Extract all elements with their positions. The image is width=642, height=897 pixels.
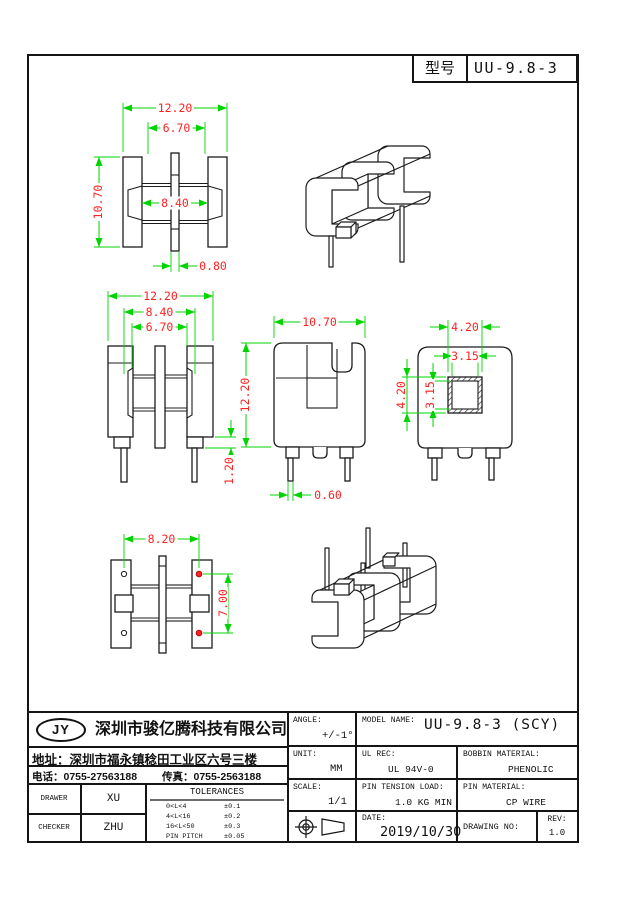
- rev-value: 1.0: [548, 828, 566, 838]
- svg-text:4.20: 4.20: [394, 381, 408, 409]
- phone-row: 电话：0755-27563188: [32, 769, 137, 784]
- dim-side-pin-dia: 0.60: [314, 488, 342, 502]
- bobbin-material-value: PHENOLIC: [508, 764, 554, 775]
- iso-top-view: [305, 145, 431, 268]
- dim-top-tube-span: 6.70: [163, 121, 191, 135]
- rev-label: REV:: [547, 815, 567, 824]
- dim-top-window-width: 8.40: [161, 196, 189, 210]
- tolerance-row: 0<L<4±0.1: [166, 803, 241, 811]
- dim-top-overall-width: 12.20: [158, 101, 193, 115]
- tolerance-row: 4<L<16±0.2: [166, 813, 241, 821]
- top-view: 12.20 6.70 10.70 8.40 0.80: [91, 101, 229, 273]
- company-logo: JY: [36, 718, 86, 742]
- iso-bottom-view: [311, 527, 437, 649]
- model-box-label: 型号: [414, 56, 468, 81]
- dim-front-window-span: 6.70: [146, 320, 174, 334]
- fax-value: 0755-2563188: [193, 771, 262, 783]
- model-name-value: UU-9.8-3 (SCY): [424, 717, 561, 733]
- angle-value: +/-1°: [322, 730, 354, 742]
- model-box: 型号 UU-9.8-3: [412, 54, 578, 83]
- svg-text:7.00: 7.00: [216, 589, 230, 617]
- model-box-value: UU-9.8-3: [474, 59, 559, 77]
- pin-tension-label: PIN TENSION LOAD:: [362, 783, 444, 792]
- scale-value: 1/1: [328, 796, 347, 808]
- ul-rec-label: UL REC:: [362, 750, 396, 759]
- phone-label: 电话：: [32, 771, 64, 783]
- checker-label: CHECKER: [38, 824, 70, 832]
- svg-text:1.20: 1.20: [222, 457, 236, 485]
- address-label: 地址：: [32, 753, 70, 767]
- address-value: 深圳市福永镇稔田工业区六号三楼: [69, 753, 258, 767]
- angle-label: ANGLE:: [293, 716, 322, 725]
- drawer-label: DRAWER: [40, 795, 68, 803]
- model-name-label: MODEL NAME:: [362, 716, 415, 725]
- dim-top-plate-thickness: 0.80: [199, 259, 227, 273]
- bobbin-material-label: BOBBIN MATERIAL:: [463, 750, 540, 759]
- bottom-view: 8.20 7.00: [110, 532, 233, 654]
- pin-hole-marked: [195, 570, 203, 578]
- dim-bottom-pitch-y: 7.00: [216, 587, 230, 619]
- scale-label: SCALE:: [293, 783, 322, 792]
- end-view: 4.20 3.15 4.20 3.15: [394, 320, 513, 481]
- fax-label: 传真：: [162, 771, 194, 783]
- dim-end-core-outer-h: 4.20: [394, 379, 408, 411]
- svg-text:3.15: 3.15: [423, 381, 437, 409]
- dim-end-core-inner-w: 3.15: [451, 349, 479, 363]
- checker-value: ZHU: [103, 822, 124, 834]
- pin-hole: [120, 570, 128, 578]
- dim-front-pin-step: 1.20: [222, 455, 236, 487]
- title-block-grid: [27, 711, 577, 843]
- projection-symbol-icon: [295, 816, 345, 838]
- pin-material-label: PIN MATERIAL:: [463, 783, 526, 792]
- date-value: 2019/10/30: [380, 824, 462, 840]
- unit-value: MM: [330, 763, 343, 775]
- phone-value: 0755-27563188: [63, 771, 138, 783]
- svg-text:10.70: 10.70: [91, 185, 105, 220]
- address-row: 地址：深圳市福永镇稔田工业区六号三楼: [32, 749, 257, 768]
- pin-hole: [120, 629, 128, 637]
- dim-top-overall-height: 10.70: [91, 183, 105, 221]
- tolerances-table: 0<L<4±0.1 4<L<16±0.2 16<L<50±0.3 PIN PIT…: [166, 802, 284, 842]
- pin-tension-value: 1.0 KG MIN: [395, 797, 453, 808]
- dim-side-overall-width: 10.70: [302, 315, 337, 329]
- dim-side-overall-height: 12.20: [238, 376, 252, 414]
- date-label: DATE:: [362, 814, 387, 823]
- drawing-no-label: DRAWING NO:: [463, 822, 520, 832]
- tolerance-row: PIN PITCH±0.05: [166, 833, 245, 841]
- dim-front-overall-width: 12.20: [143, 289, 178, 303]
- sheet-border: [27, 54, 579, 843]
- company-name: 深圳市骏亿腾科技有限公司: [95, 721, 288, 738]
- dim-bottom-pitch-x: 8.20: [148, 532, 176, 546]
- dim-front-flange-span: 8.40: [146, 305, 174, 319]
- tolerances-title: TOLERANCES: [189, 787, 244, 797]
- dim-end-core-outer-w: 4.20: [451, 320, 479, 334]
- front-view: 12.20 8.40 6.70 1.20: [107, 289, 236, 487]
- pin-hole-marked: [195, 629, 203, 637]
- dim-end-core-inner-h: 3.15: [423, 379, 437, 411]
- unit-label: UNIT:: [293, 750, 318, 759]
- svg-text:12.20: 12.20: [238, 378, 252, 413]
- fax-row: 传真：0755-2563188: [162, 769, 261, 784]
- ul-rec-value: UL 94V-0: [388, 764, 434, 775]
- drawer-value: XU: [106, 793, 121, 805]
- tolerance-row: 16<L<50±0.3: [166, 823, 241, 831]
- side-view: 10.70 12.20 0.60: [238, 315, 366, 502]
- pin-material-value: CP WIRE: [506, 797, 546, 808]
